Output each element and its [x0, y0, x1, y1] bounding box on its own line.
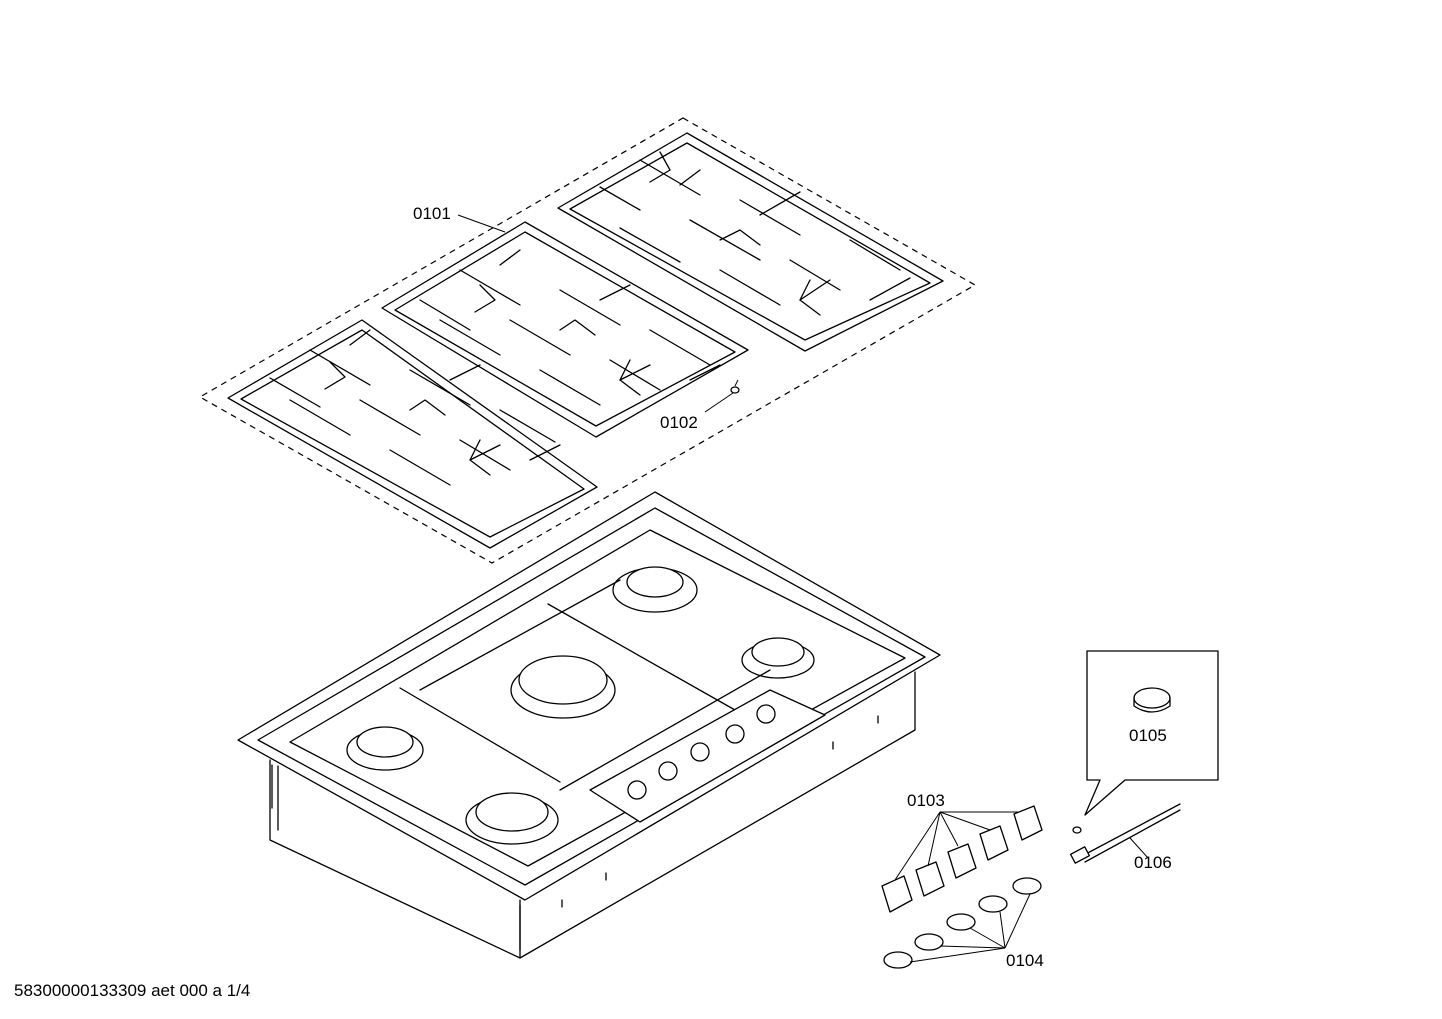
grate-left — [227, 319, 598, 549]
burner-right — [741, 637, 815, 679]
grates-group — [198, 117, 977, 564]
knob-5 — [1013, 805, 1043, 841]
cooktop — [237, 491, 941, 959]
grates-leader-line — [457, 214, 506, 233]
label-0102: 0102 — [660, 413, 698, 432]
knob-2 — [915, 861, 945, 897]
label-0106: 0106 — [1134, 853, 1172, 872]
bumper-leader-line — [704, 392, 734, 413]
knobs-leader-lines — [894, 811, 1018, 881]
ignition-leader-line — [1129, 837, 1149, 859]
burner-rear-right — [612, 566, 698, 613]
ignition-electrode — [1069, 803, 1181, 864]
bumper-foot — [704, 379, 740, 413]
grate-middle — [381, 221, 749, 438]
burner-center — [510, 655, 616, 719]
label-0103: 0103 — [907, 791, 945, 810]
grates-dashed-outline — [198, 117, 977, 564]
footer-document-code: 58300000133309 aet 000 a 1/4 — [14, 981, 251, 1000]
knobs-group — [881, 805, 1043, 913]
knob-3 — [947, 843, 977, 879]
burner-front — [465, 792, 559, 845]
knob-4 — [979, 825, 1009, 861]
rings-group — [883, 877, 1042, 969]
cap-callout — [1084, 650, 1219, 816]
label-0104: 0104 — [1006, 951, 1044, 970]
grate-right — [557, 132, 944, 352]
knob-1 — [881, 875, 913, 913]
burner-left — [346, 726, 424, 771]
valve-stems — [627, 704, 776, 800]
label-0101: 0101 — [413, 204, 451, 223]
label-0105: 0105 — [1129, 726, 1167, 745]
rings-leader-lines — [909, 893, 1031, 963]
